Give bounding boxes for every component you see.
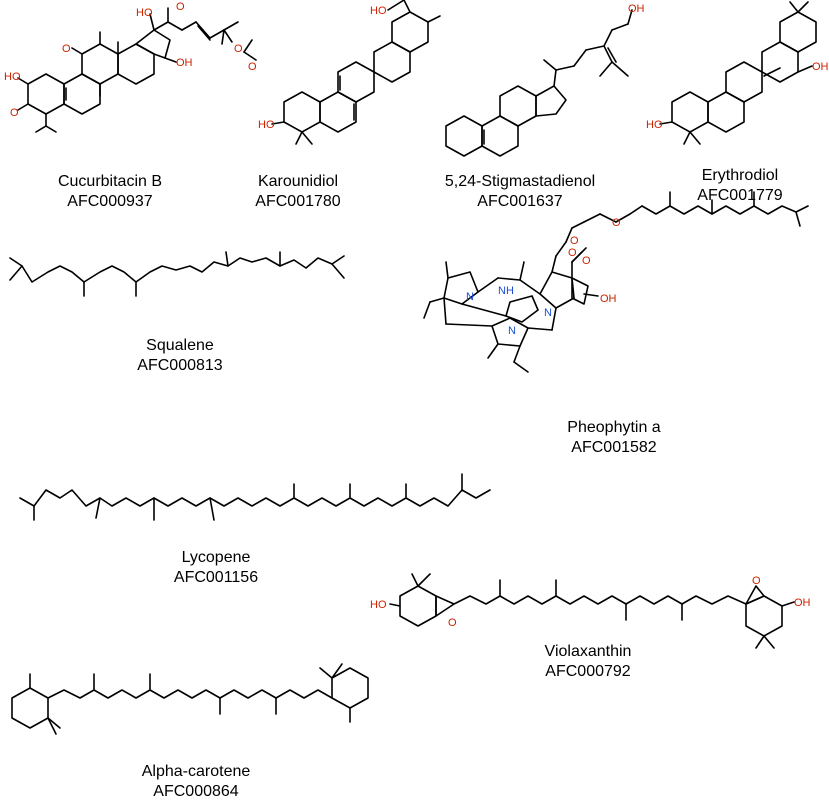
compound-name: Lycopene xyxy=(181,549,251,566)
violaxanthin-structure: HO O O OH xyxy=(370,573,811,649)
cucurbitacin-b-structure: HO O O HO OH O O O xyxy=(4,1,257,133)
compound-id: AFC001582 xyxy=(571,439,657,456)
compound-name: Squalene xyxy=(146,337,214,354)
compound-name: Karounidiol xyxy=(257,173,339,190)
alpha-carotene-structure xyxy=(11,663,369,735)
compound-caption: Karounidiol AFC001780 xyxy=(255,172,340,212)
compound-caption: Alpha-carotene AFC000864 xyxy=(142,762,251,802)
hydroxyl-label: HO xyxy=(370,599,387,611)
compound-caption: 5,24-Stigmastadienol AFC001637 xyxy=(445,172,595,212)
oxygen-label: O xyxy=(10,107,19,119)
oxygen-label: O xyxy=(62,43,71,55)
nitrogen-label: N xyxy=(466,291,474,303)
oxygen-label: O xyxy=(570,235,579,247)
nitrogen-label: N xyxy=(508,325,516,337)
compound-id: AFC000792 xyxy=(545,663,631,680)
compound-caption: Violaxanthin AFC000792 xyxy=(545,642,632,682)
compound-caption: Squalene AFC000813 xyxy=(137,336,222,376)
oxygen-label: O xyxy=(582,255,591,267)
compound-id: AFC000813 xyxy=(137,357,223,374)
oxygen-label: O xyxy=(448,617,457,629)
compound-name: Pheophytin a xyxy=(567,419,661,436)
hydroxyl-label: OH xyxy=(628,3,645,15)
compound-caption: Pheophytin a AFC001582 xyxy=(567,418,660,458)
squalene-structure xyxy=(9,251,345,297)
compound-id: AFC001780 xyxy=(255,193,341,210)
compound-id: AFC001156 xyxy=(173,569,259,586)
nitrogen-label: N xyxy=(544,307,552,319)
oxygen-label: O xyxy=(752,575,761,587)
compound-name: Violaxanthin xyxy=(544,643,632,660)
hydroxyl-label: HO xyxy=(4,71,21,83)
oxygen-label: O xyxy=(568,247,577,259)
compound-caption: Erythrodiol AFC001779 xyxy=(697,166,782,206)
compound-caption: Lycopene AFC001156 xyxy=(174,548,258,588)
oxygen-label: O xyxy=(612,217,621,229)
compound-id: AFC000864 xyxy=(153,783,239,800)
compound-id: AFC001779 xyxy=(697,187,783,204)
oxygen-label: O xyxy=(248,61,257,73)
karounidiol-structure: HO HO xyxy=(258,0,441,145)
amine-label: NH xyxy=(498,285,514,297)
hydroxyl-label: OH xyxy=(600,293,617,305)
hydroxyl-label: HO xyxy=(370,5,387,17)
lycopene-structure xyxy=(19,473,491,521)
compound-id: AFC000937 xyxy=(67,193,153,210)
oxygen-label: O xyxy=(176,1,185,13)
hydroxyl-label: HO xyxy=(646,119,663,131)
hydroxyl-label: OH xyxy=(812,61,829,73)
compound-name: Alpha-carotene xyxy=(141,763,251,780)
hydroxyl-label: OH xyxy=(794,597,811,609)
compound-name: Erythrodiol xyxy=(701,167,779,184)
hydroxyl-label: OH xyxy=(176,57,193,69)
hydroxyl-label: HO xyxy=(136,7,153,19)
stigmastadienol-structure: OH xyxy=(445,3,645,157)
compound-name: 5,24-Stigmastadienol xyxy=(444,173,596,190)
erythrodiol-structure: HO OH xyxy=(646,1,829,145)
hydroxyl-label: HO xyxy=(258,119,275,131)
compound-name: Cucurbitacin B xyxy=(57,173,163,190)
compound-caption: Cucurbitacin B AFC000937 xyxy=(58,172,162,212)
pheophytin-a-structure: O O O O OH N NH N N xyxy=(423,191,809,373)
oxygen-label: O xyxy=(234,43,243,55)
compound-id: AFC001637 xyxy=(477,193,563,210)
